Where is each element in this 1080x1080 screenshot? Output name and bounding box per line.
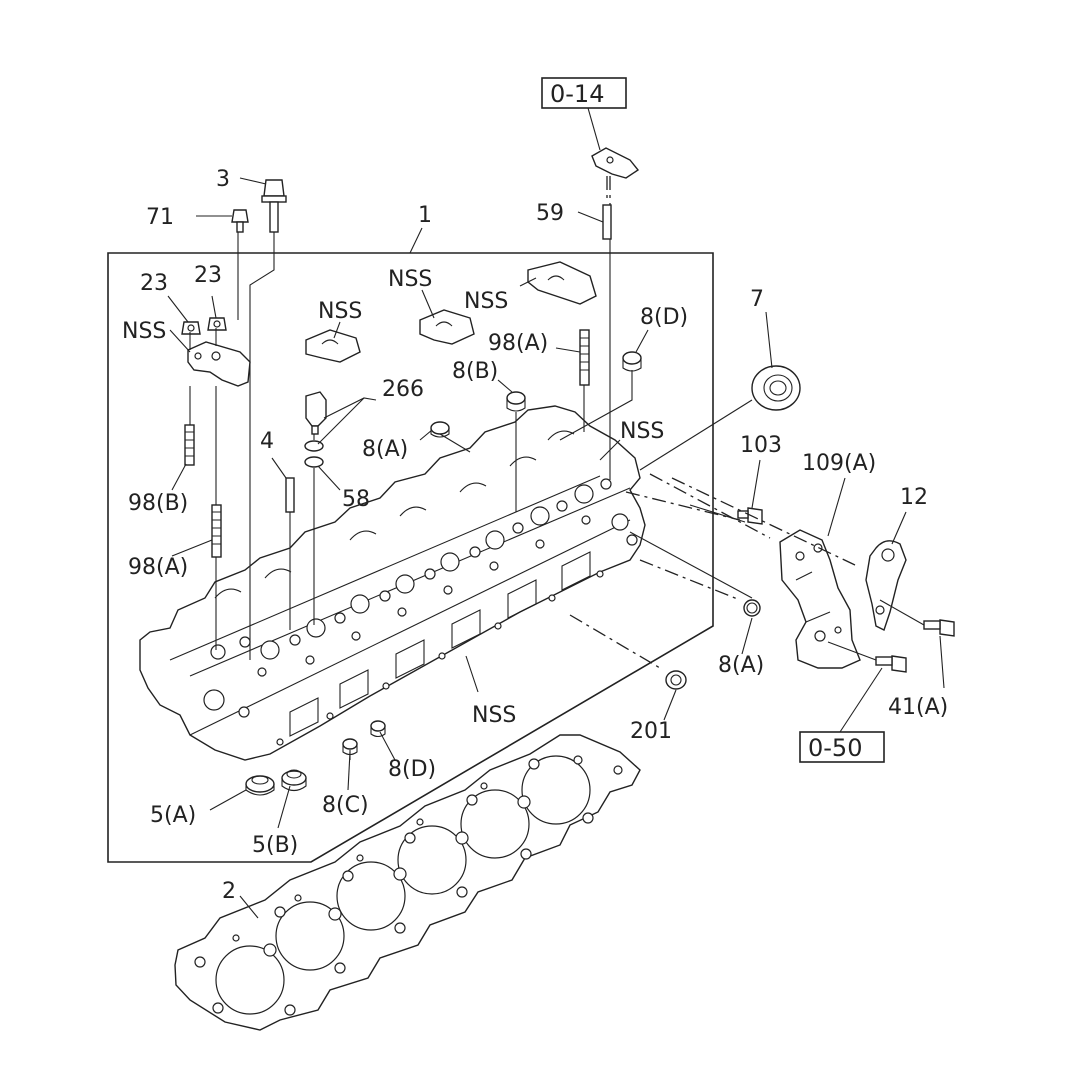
rocker-part-0-14 [591, 147, 640, 200]
seal-7 [751, 365, 801, 411]
label-4: 4 [260, 429, 274, 454]
stud-98a-left [211, 504, 222, 558]
label-nss-side: NSS [472, 703, 516, 728]
reference-box-bottom: 0-50 [799, 731, 885, 763]
stud-98a-top [579, 329, 590, 386]
nut-23-left [181, 321, 201, 335]
cam-cap-nss-3 [527, 261, 597, 305]
washers-58 [304, 440, 324, 468]
label-98b: 98(B) [128, 491, 188, 516]
reference-box-top: 0-14 [541, 77, 627, 109]
seal-5b [281, 769, 307, 792]
bracket-nss-left [187, 341, 251, 387]
label-59: 59 [536, 201, 564, 226]
label-103: 103 [740, 433, 782, 458]
label-98a-left: 98(A) [128, 555, 188, 580]
ring-201 [665, 670, 687, 690]
label-98a-top: 98(A) [488, 331, 548, 356]
cylinder-head [139, 405, 646, 761]
nut-23-right [207, 317, 227, 331]
dash-lines [569, 176, 856, 669]
bracket-109a [779, 529, 861, 669]
plug-8d-top [622, 351, 642, 372]
plug-8b [506, 391, 526, 412]
label-8a-top: 8(A) [362, 437, 408, 462]
reference-0-50: 0-50 [808, 734, 862, 762]
label-nss-cap3: NSS [464, 289, 508, 314]
callout-leaders [167, 107, 945, 919]
label-7: 7 [750, 287, 764, 312]
label-8d-bottom: 8(D) [388, 757, 436, 782]
label-5b: 5(B) [252, 833, 298, 858]
plug-8a-top [430, 421, 450, 438]
label-5a: 5(A) [150, 803, 196, 828]
head-gasket [174, 734, 641, 1031]
label-8b: 8(B) [452, 359, 498, 384]
bolt-71 [231, 209, 249, 233]
bolt-3 [261, 179, 287, 233]
pin-59 [602, 204, 612, 240]
cam-cap-nss-2 [419, 309, 475, 345]
label-3: 3 [216, 167, 230, 192]
plug-8a-right [743, 599, 761, 617]
label-23-left: 23 [140, 271, 168, 296]
label-23-right: 23 [194, 263, 222, 288]
label-58: 58 [342, 487, 370, 512]
label-8c: 8(C) [322, 793, 369, 818]
label-nss-cap1: NSS [318, 299, 362, 324]
plate-12 [865, 540, 907, 631]
plug-8d-bottom [370, 720, 386, 738]
callout-labels: 1 2 3 4 5(A) 5(B) 7 8(A) 8(B) 8(C) 8(D) … [122, 167, 948, 904]
label-12: 12 [900, 485, 928, 510]
label-nss-bracket: NSS [122, 319, 166, 344]
assembly-frame [107, 252, 714, 863]
label-1: 1 [418, 203, 432, 228]
label-nss-head: NSS [620, 419, 664, 444]
reference-0-14: 0-14 [550, 80, 604, 108]
cam-cap-nss-1 [305, 329, 361, 363]
bolt-103 [737, 507, 763, 525]
seal-5a [245, 775, 275, 796]
sleeve-266 [305, 391, 327, 435]
label-266: 266 [382, 377, 424, 402]
label-201: 201 [630, 719, 672, 744]
label-109a: 109(A) [802, 451, 876, 476]
label-41a: 41(A) [888, 695, 948, 720]
dowel-4 [285, 477, 295, 513]
label-2: 2 [222, 879, 236, 904]
label-nss-cap2: NSS [388, 267, 432, 292]
bolt-41a-right [923, 619, 955, 637]
label-8d-top: 8(D) [640, 305, 688, 330]
leader-lines [189, 232, 925, 760]
label-8a-right: 8(A) [718, 653, 764, 678]
bolt-41a-left [875, 655, 907, 673]
stud-98b [184, 424, 195, 466]
label-71: 71 [146, 205, 174, 230]
